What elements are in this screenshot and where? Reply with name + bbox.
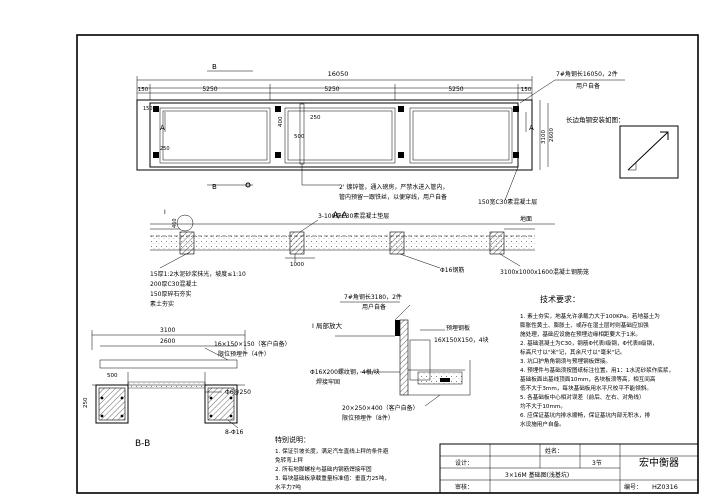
- detail-plate-spec: 16X150X150，4块: [434, 336, 489, 344]
- detail-title: I 局部放大: [312, 321, 342, 330]
- edge-install-note: 长边角钢安装如图：: [566, 115, 625, 124]
- bb-plate-spec: 16×150×150（客户自备）: [214, 340, 291, 348]
- tb-no-label: 编号：: [624, 483, 642, 491]
- dim-250: 250: [310, 115, 321, 121]
- detail-weld-note: 焊接牢固: [316, 378, 340, 386]
- detail-plate-note: 预埋钢板: [446, 324, 470, 332]
- special-line: 1. 保证引坡长度，满足汽车直线上秤的条件避: [275, 447, 389, 455]
- edge-right-dim: 150: [521, 87, 532, 93]
- tech-line: 施处理，基础应设施在预埋边缘相距要大于1米。: [520, 330, 641, 338]
- aa-dim-1000: 1000: [290, 262, 304, 268]
- aa-layer-2: 200厚C30混凝土: [150, 280, 197, 288]
- section-a-left: A: [160, 124, 165, 132]
- tech-line: 5. 各基础板中心相对误差（前后、左右、对角线）: [520, 393, 645, 401]
- aa-label-i: I: [164, 209, 166, 216]
- tech-line: 均不大于10mm。: [520, 402, 566, 410]
- detail-i: 7#角钢长3180，2件 用户自备 I 局部放大 预埋钢板 16X150X150…: [310, 293, 489, 422]
- pipe-note-1: 2' 镀锌管，通入磅房，严禁水进入管内，: [339, 183, 448, 191]
- dim-400: 400: [278, 116, 284, 127]
- section-aa: A-A 地面 I 460 3-100厚C30素混凝土垫层 1000 15厚1:2…: [150, 209, 589, 308]
- detail-plate2-note: 限位预埋件（8件）: [342, 414, 394, 422]
- total-width-dim: 16050: [328, 70, 349, 78]
- bb-plate-note: 限位预埋件（4件）: [218, 350, 270, 358]
- tb-drawing-name: 3×16M 基础图(浅基坑): [505, 471, 569, 479]
- tb-check-label: 审核：: [455, 483, 473, 491]
- dim-500: 500: [294, 134, 305, 140]
- tech-title: 技术要求：: [540, 294, 580, 304]
- aa-note-top: 3-100厚C30素混凝土垫层: [318, 212, 389, 220]
- plan-dim-3100: 3100: [541, 130, 547, 144]
- aa-dim-460: 460: [172, 218, 178, 228]
- section-aa-title: A-A: [332, 211, 348, 221]
- aa-layer-1: 15厚1:2水泥砂浆抹光，坡度≤1:10: [150, 270, 246, 278]
- tech-line: 2. 基础混凝土为C30，钢筋Φ代表Ⅰ级钢，Φ代表Ⅱ级钢，: [520, 339, 658, 347]
- bb-title: B-B: [135, 439, 150, 449]
- tech-line: 膨胀性黄土、膨胀土、或存在湿土层时则基础应加强: [520, 321, 649, 329]
- aa-pad-note: 3100x1000x1600混凝土钢筋笼: [500, 268, 589, 276]
- bb-dim-2600: 2600: [160, 338, 175, 345]
- special-title: 特别说明：: [275, 435, 310, 444]
- special-line: 免转弯上秤: [275, 456, 303, 464]
- tech-line: 6. 应保证基坑内排水顺畅，保证基坑内部无积水，排: [520, 411, 651, 419]
- bb-dim-3100: 3100: [160, 327, 175, 334]
- section-b-top: B: [212, 63, 217, 71]
- sheet-border: [76, 34, 699, 494]
- bb-dim-250: 250: [83, 397, 89, 408]
- tb-name-label: 姓名：: [545, 447, 563, 455]
- bb-rebar: 8-Φ16: [225, 429, 244, 436]
- seg2-dim: 5250: [324, 86, 339, 93]
- tech-line: 标高尺寸以"米"记，其余尺寸以"毫米"记。: [520, 348, 625, 356]
- special-line: 3. 每块基础板承载重量标准值：垂直力25吨，: [275, 474, 390, 482]
- special-line: 水平力7吨: [275, 483, 301, 491]
- detail-rebar-note: Φ16X200螺纹钢，4根/块: [310, 368, 380, 376]
- title-block: 姓名： 宏中衡器 设计： 3节 审核： 3×16M 基础图(浅基坑) 编号： H…: [439, 443, 699, 494]
- detail-plate2-spec: 20×250×400（客户自备）: [342, 404, 419, 412]
- plan-view: 16050 5250 5250 5250 150 150 B B A A: [136, 63, 625, 206]
- dim-250b: 250: [160, 146, 170, 152]
- edge-left-dim: 150: [138, 87, 149, 93]
- bb-pipe: Φ6@250: [225, 389, 251, 396]
- aa-rebar-note: Φ16钢筋: [440, 266, 464, 274]
- aa-ground-label: 地面: [520, 215, 532, 223]
- special-notes: 特别说明： 1. 保证引坡长度，满足汽车直线上秤的条件避 免转弯上秤 2. 所有…: [275, 435, 390, 491]
- pipe-note-2: 管内预留一跟铁丝，以便穿线，用户自备: [339, 193, 447, 201]
- dim-150: 150: [143, 106, 153, 112]
- plan-dim-2600: 2600: [549, 128, 555, 142]
- seg1-dim: 5250: [202, 86, 217, 93]
- section-bb: 3100 2600 16×150×150（客户自备） 限位预埋件（4件） 500…: [83, 327, 291, 449]
- tech-line: 低不大于3mm，每块基础板用水平尺校平不能倾斜。: [520, 384, 652, 392]
- tech-line: 基础板面出基线顶面10mm，各块板须等高，相互间高: [520, 375, 656, 383]
- special-line: 2. 所有地脚螺栓与基础内钢筋焊接牢固: [275, 465, 372, 473]
- edge-angle-detail: 长边角钢安装如图：: [566, 115, 679, 179]
- detail-angle-note: 7#角钢长3180，2件: [344, 293, 402, 301]
- tech-requirements: 技术要求： 1. 素土夯实，地基允许承载力大于100KPa。若地基土为 膨胀性黄…: [520, 294, 674, 428]
- bb-dim-500: 500: [107, 373, 118, 379]
- tech-line: 1. 素土夯实，地基允许承载力大于100KPa。若地基土为: [520, 312, 660, 320]
- tb-design-label: 设计：: [455, 459, 473, 467]
- seg3-dim: 5250: [448, 86, 463, 93]
- plan-angle-note2: 用户自备: [576, 82, 600, 90]
- tb-no: HZ0316: [652, 483, 678, 491]
- concrete-layer-note: 150宽C30素混凝土层: [478, 198, 537, 206]
- detail-angle-note2: 用户自备: [362, 303, 386, 311]
- tech-line: 4. 预埋件与基础须按图纸标注位置，用1：1水泥砂浆作底浆，: [520, 366, 674, 374]
- tech-line: 水设施用户自备。: [520, 420, 565, 428]
- tb-scale: 3节: [592, 459, 602, 467]
- tech-line: 3. 坑口护角角钢须与预埋钢板焊接。: [520, 357, 611, 365]
- aa-layer-3: 150厚碎石夯实: [150, 290, 191, 298]
- section-b-bottom: B: [212, 183, 217, 191]
- tb-company: 宏中衡器: [639, 456, 679, 469]
- plan-angle-note: 7#角钢长16050，2件: [556, 70, 618, 78]
- aa-layer-4: 素土夯实: [150, 300, 174, 308]
